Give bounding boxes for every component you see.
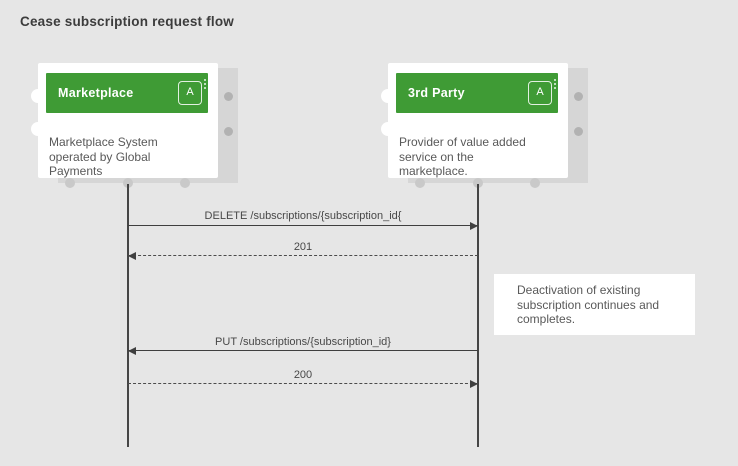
- message-line: [128, 255, 478, 256]
- kebab-menu-icon[interactable]: [204, 79, 206, 91]
- lifeline-3rd-party: [477, 184, 479, 447]
- port-dot[interactable]: [123, 178, 133, 188]
- kebab-menu-icon[interactable]: [554, 79, 556, 91]
- port-dot[interactable]: [381, 122, 395, 136]
- port-dot[interactable]: [381, 89, 395, 103]
- page-title: Cease subscription request flow: [20, 14, 234, 29]
- port-dot[interactable]: [31, 89, 45, 103]
- port-dot[interactable]: [415, 178, 425, 188]
- port-dot[interactable]: [65, 178, 75, 188]
- actor-header: 3rd Party A: [396, 73, 558, 113]
- port-dot[interactable]: [573, 91, 583, 101]
- actor-name: 3rd Party: [408, 86, 465, 100]
- actor-type-badge[interactable]: A: [178, 81, 202, 105]
- actor-description: Marketplace System operated by Global Pa…: [49, 135, 158, 178]
- actor-name: Marketplace: [58, 86, 134, 100]
- arrowhead-right-icon: [470, 380, 478, 388]
- port-dot[interactable]: [180, 178, 190, 188]
- port-dot[interactable]: [223, 126, 233, 136]
- message-label: 200: [293, 369, 313, 381]
- port-dot[interactable]: [530, 178, 540, 188]
- actor-type-badge[interactable]: A: [528, 81, 552, 105]
- port-dot[interactable]: [31, 122, 45, 136]
- port-dot[interactable]: [573, 126, 583, 136]
- note-box: Deactivation of existing subscription co…: [494, 274, 695, 335]
- arrowhead-left-icon: [128, 252, 136, 260]
- arrowhead-left-icon: [128, 347, 136, 355]
- message-line: [128, 383, 478, 384]
- actor-header: Marketplace A: [46, 73, 208, 113]
- arrowhead-right-icon: [470, 222, 478, 230]
- port-dot[interactable]: [473, 178, 483, 188]
- message-label: 201: [293, 241, 313, 253]
- port-dot[interactable]: [223, 91, 233, 101]
- message-line: [128, 350, 478, 351]
- message-label: PUT /subscriptions/{subscription_id}: [215, 336, 391, 348]
- actor-description: Provider of value added service on the m…: [399, 135, 526, 178]
- note-text: Deactivation of existing subscription co…: [517, 283, 660, 326]
- actor-card-marketplace[interactable]: Marketplace A Marketplace System operate…: [31, 63, 218, 178]
- message-label: DELETE /subscriptions/{subscription_id{: [204, 210, 402, 222]
- lifeline-marketplace: [127, 184, 129, 447]
- actor-card-3rd-party[interactable]: 3rd Party A Provider of value added serv…: [381, 63, 568, 178]
- message-line: [128, 225, 478, 226]
